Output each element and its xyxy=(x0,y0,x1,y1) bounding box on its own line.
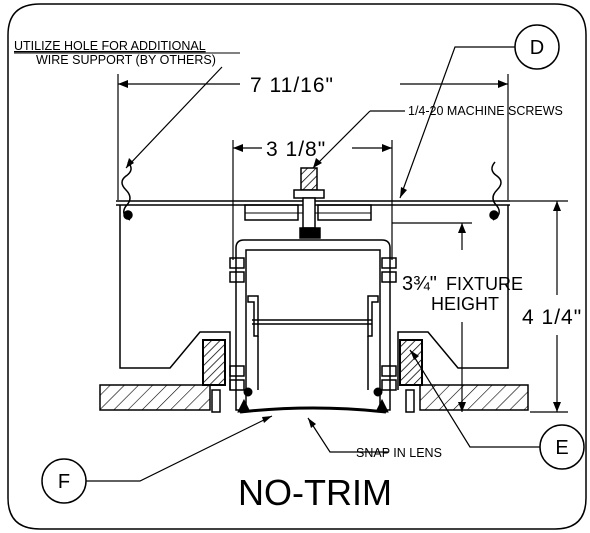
machine-screw xyxy=(293,167,325,239)
callout-f-label: F xyxy=(58,471,70,493)
snap-in-lens xyxy=(211,387,415,414)
note-leader xyxy=(125,66,223,169)
screws-label: 1/4-20 MACHINE SCREWS xyxy=(408,104,563,118)
fixture-height-line2: HEIGHT xyxy=(431,294,499,314)
dim-overall-width xyxy=(117,74,509,200)
dim-inner-width xyxy=(232,140,393,260)
callout-f-leader xyxy=(86,415,273,482)
callout-d-label: D xyxy=(530,37,544,59)
dim-total-height xyxy=(510,200,568,413)
note-line-1: UTILIZE HOLE FOR ADDITIONAL xyxy=(14,39,206,53)
callout-d-leader xyxy=(399,46,515,199)
extrusion xyxy=(229,239,397,411)
ceiling-left xyxy=(99,384,211,411)
diagram-title: NO-TRIM xyxy=(238,472,392,513)
ceiling-right xyxy=(419,384,529,411)
gasket-left xyxy=(202,339,226,386)
dim-fixture-height xyxy=(392,222,472,412)
lens-leader xyxy=(307,417,388,453)
frame-border xyxy=(7,3,587,530)
hanger-clip-right xyxy=(489,161,502,221)
note-line-2: WIRE SUPPORT (BY OTHERS) xyxy=(36,53,216,67)
dim-total-height-label: 4 1/4" xyxy=(522,306,582,329)
hanger-clip-left xyxy=(121,161,133,221)
callout-e-leader xyxy=(409,349,540,448)
dim-inner-width-label: 3 1/8" xyxy=(266,138,326,161)
gasket-right xyxy=(399,339,423,386)
lens-label: SNAP IN LENS xyxy=(356,446,442,460)
dim-overall-width-label: 7 11/16" xyxy=(250,74,334,97)
fixture-height-line1: FIXTURE xyxy=(446,274,523,294)
dim-fixture-height-value: 3¾" xyxy=(402,273,437,295)
callout-e-label: E xyxy=(555,437,568,459)
